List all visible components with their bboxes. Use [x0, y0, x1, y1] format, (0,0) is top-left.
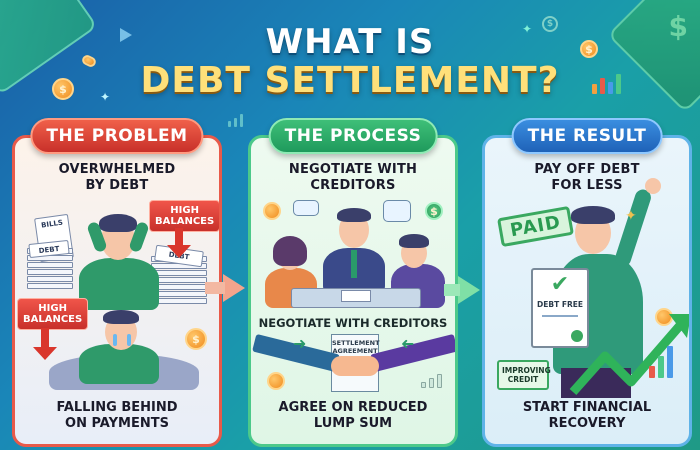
- arrow-down-icon: [33, 328, 57, 360]
- arrow-right-icon: [444, 276, 480, 304]
- coin-icon: $: [185, 328, 207, 350]
- process-subheading: NEGOTIATE WITH CREDITORS: [288, 162, 418, 193]
- process-panel: THE PROCESS NEGOTIATE WITH CREDITORS $: [248, 118, 458, 447]
- coin-outline-icon: $: [542, 16, 558, 32]
- chat-bubble-icon: [293, 200, 319, 216]
- growth-arrow-icon: [569, 314, 689, 395]
- result-panel: THE RESULT PAY OFF DEBT FOR LESS PAID ✦ …: [482, 118, 692, 447]
- sparkle-icon: ✦: [100, 90, 111, 104]
- dollar-coin-icon: $: [425, 202, 443, 220]
- process-label: THE PROCESS: [268, 118, 438, 154]
- seal-icon: [571, 330, 583, 342]
- growth-chart-icon: [592, 74, 621, 94]
- raised-fist: [645, 178, 661, 194]
- problem-footer: FALLING BEHIND ON PAYMENTS: [56, 400, 178, 431]
- message-bubble-icon: [383, 200, 411, 222]
- bar-chart-icon: [649, 346, 673, 378]
- checkmark-icon: ✔: [550, 272, 570, 297]
- coin-icon: [267, 372, 285, 390]
- process-caption: NEGOTIATE WITH CREDITORS: [258, 316, 448, 330]
- bar-chart-icon: [421, 374, 442, 388]
- arrow-right-icon: ➜: [293, 334, 307, 353]
- improving-credit-badge: IMPROVING CREDIT: [497, 360, 551, 390]
- sparkle-icon: ✦: [625, 208, 637, 224]
- arrow-left-icon: ➜: [401, 334, 415, 353]
- arrow-down-icon: [167, 228, 191, 258]
- page-title-line2: DEBT SETTLEMENT?: [140, 60, 560, 101]
- bar-chart-icon: [228, 114, 243, 127]
- dollar-icon: $: [668, 10, 688, 43]
- page-title-line1: WHAT IS: [265, 22, 435, 62]
- result-footer: START FINANCIAL RECOVERY: [522, 400, 652, 431]
- coin-icon: $: [52, 78, 74, 100]
- debt-free-certificate: ✔ DEBT FREE: [531, 268, 589, 348]
- paid-stamp: PAID: [497, 205, 575, 248]
- coin-icon: $: [580, 40, 598, 58]
- sparkle-icon: ✦: [522, 22, 533, 36]
- arrow-right-icon: [205, 274, 245, 302]
- problem-label: THE PROBLEM: [30, 118, 204, 154]
- process-footer: AGREE ON REDUCED LUMP SUM: [278, 400, 428, 431]
- coin-icon: [263, 202, 281, 220]
- problem-subheading: OVERWHELMED BY DEBT: [58, 162, 176, 193]
- problem-panel: THE PROBLEM OVERWHELMED BY DEBT BILLS DE…: [12, 118, 222, 447]
- result-label: THE RESULT: [511, 118, 663, 154]
- play-icon: [120, 28, 132, 42]
- result-subheading: PAY OFF DEBT FOR LESS: [534, 162, 640, 193]
